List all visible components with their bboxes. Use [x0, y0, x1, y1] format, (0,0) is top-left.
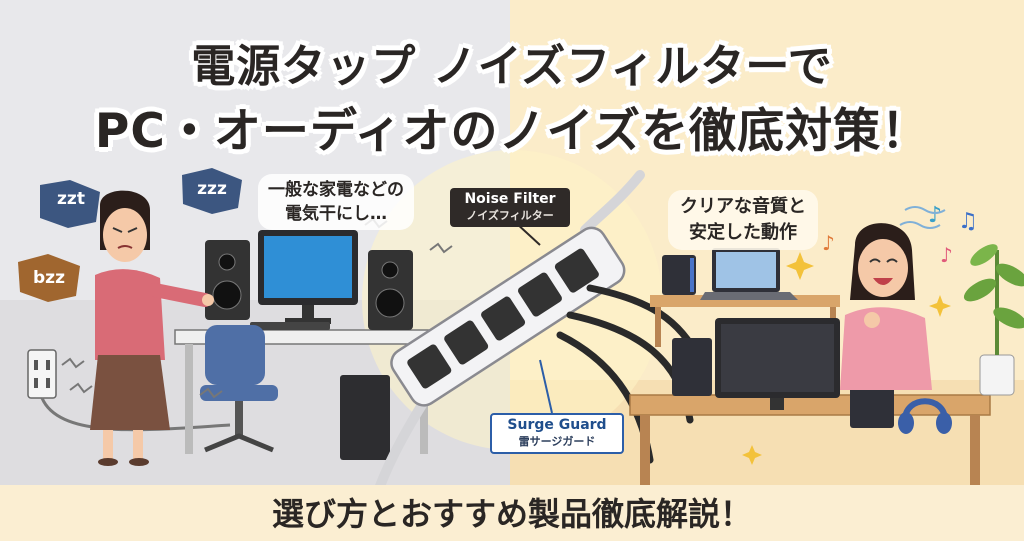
svg-text:♫: ♫: [958, 209, 978, 234]
svg-text:♪: ♪: [940, 243, 953, 267]
headphones: [898, 398, 952, 434]
office-chair: [200, 325, 278, 453]
right-speech-line-2: 安定した動作: [689, 222, 797, 243]
power-cable-top: [580, 170, 645, 235]
left-speech-line-1: 一般な家電などの: [268, 180, 404, 200]
left-speech-bubble: 一般な家電などの 電気干にし…: [258, 174, 414, 230]
left-speakers: [205, 240, 413, 330]
right-speech-bubble: クリアな音質と 安定した動作: [668, 190, 818, 250]
subtitle: 選び方とおすすめ製品徹底解説！: [271, 495, 752, 533]
left-speech-line-2: 電気干にし…: [285, 204, 387, 224]
sound-text-zzt: zzt: [57, 189, 85, 209]
wall-outlet: [27, 349, 231, 432]
left-monitor: [250, 230, 358, 330]
music-notes: ♪ ♫ ♪ ♪: [822, 203, 978, 267]
noise-filter-label-en: Noise Filter: [464, 191, 556, 207]
laptop: [700, 248, 798, 300]
potted-plant: [963, 244, 1024, 396]
svg-text:♪: ♪: [822, 231, 835, 255]
zzz-bubble: [182, 168, 242, 214]
bzz-bubble: [18, 254, 80, 302]
right-speech-line-1: クリアな音質と: [680, 196, 806, 217]
subtitle-band: [0, 485, 1024, 541]
sound-text-bzz: bzz: [33, 268, 65, 288]
frustrated-woman: [90, 190, 214, 466]
right-monitor: [715, 318, 840, 410]
right-desk: [629, 394, 991, 485]
sparkles: [742, 252, 951, 465]
left-pc-tower: [340, 375, 390, 460]
right-speaker-left: [672, 338, 712, 396]
headline-line-2: PC・オーディオのノイズを徹底対策！: [94, 104, 930, 159]
surge-guard-label: Surge Guard 雷サージガード: [490, 413, 624, 454]
sound-text-zzz: zzz: [197, 179, 227, 199]
sound-waves: [899, 206, 946, 229]
headline-line-1: 電源タップ ノイズフィルターで: [191, 41, 833, 92]
router: [662, 255, 696, 295]
surge-guard-label-en: Surge Guard: [507, 417, 607, 433]
svg-text:♪: ♪: [928, 203, 942, 228]
noise-filter-label-jp: ノイズフィルター: [466, 209, 554, 222]
surge-label-pointer: [539, 359, 553, 414]
happy-woman: [840, 223, 932, 390]
zzt-bubble: [40, 180, 100, 228]
surge-guard-label-jp: 雷サージガード: [518, 435, 596, 448]
noise-filter-label: Noise Filter ノイズフィルター: [450, 188, 570, 227]
power-strip: [390, 226, 626, 407]
